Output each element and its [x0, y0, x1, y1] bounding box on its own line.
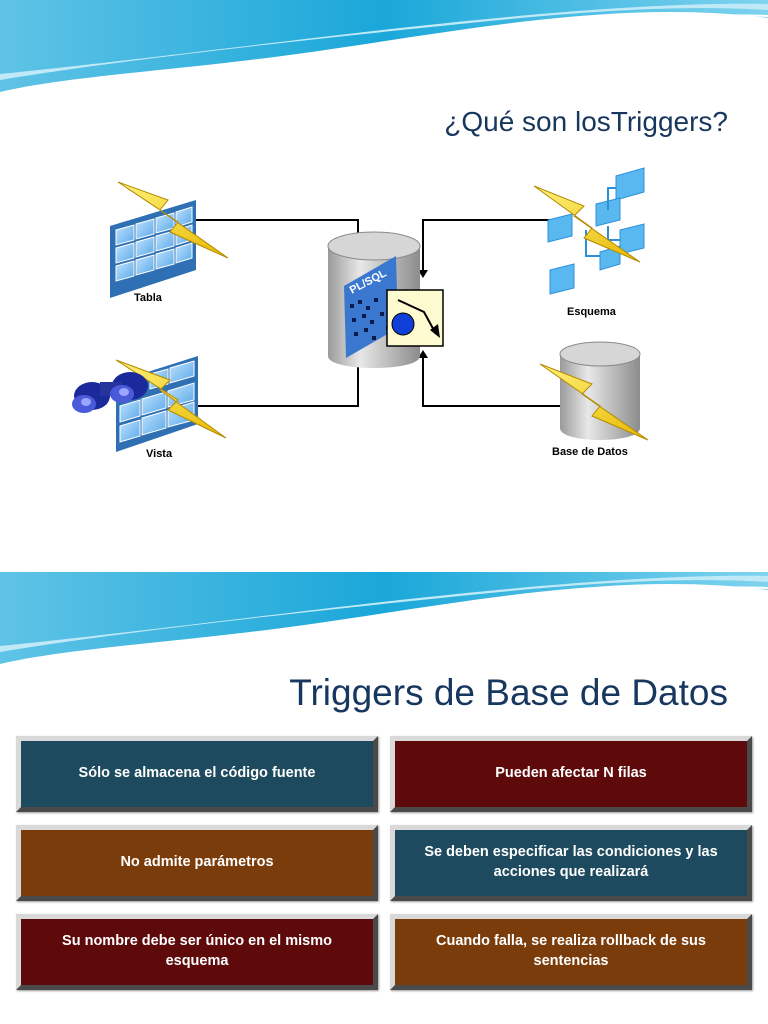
slide-title: ¿Qué son losTriggers? — [444, 106, 728, 137]
schema-icon — [533, 167, 645, 295]
label-database: Base de Datos — [552, 446, 628, 458]
slide-title: Triggers de Base de Datos — [289, 672, 728, 713]
header-wave-decoration — [0, 0, 768, 96]
binoculars-icon — [72, 372, 148, 413]
feature-box-source-code: Sólo se almacena el código fuente — [16, 736, 378, 812]
header-wave-decoration — [0, 572, 768, 668]
feature-box-no-parameters: No admite parámetros — [16, 825, 378, 901]
trigger-diagram: Tabla — [72, 167, 649, 460]
label-schema: Esquema — [567, 306, 617, 318]
feature-box-conditions-actions: Se deben especificar las condiciones y l… — [390, 825, 752, 901]
view-icon — [72, 356, 227, 452]
feature-box-rollback: Cuando falla, se realiza rollback de sus… — [390, 914, 752, 990]
table-icon — [110, 181, 229, 298]
slide-what-are-triggers: ¿Qué son losTriggers? — [0, 0, 768, 460]
feature-box-affect-rows: Pueden afectar N filas — [390, 736, 752, 812]
label-table: Tabla — [134, 292, 163, 304]
feature-box-unique-name: Su nombre debe ser único en el mismo esq… — [16, 914, 378, 990]
database-icon — [539, 341, 649, 441]
slide-database-triggers: Triggers de Base de Datos Sólo se almace… — [0, 512, 768, 1024]
plsql-database-icon: PL/SQL — [327, 231, 444, 368]
label-view: Vista — [146, 448, 173, 460]
